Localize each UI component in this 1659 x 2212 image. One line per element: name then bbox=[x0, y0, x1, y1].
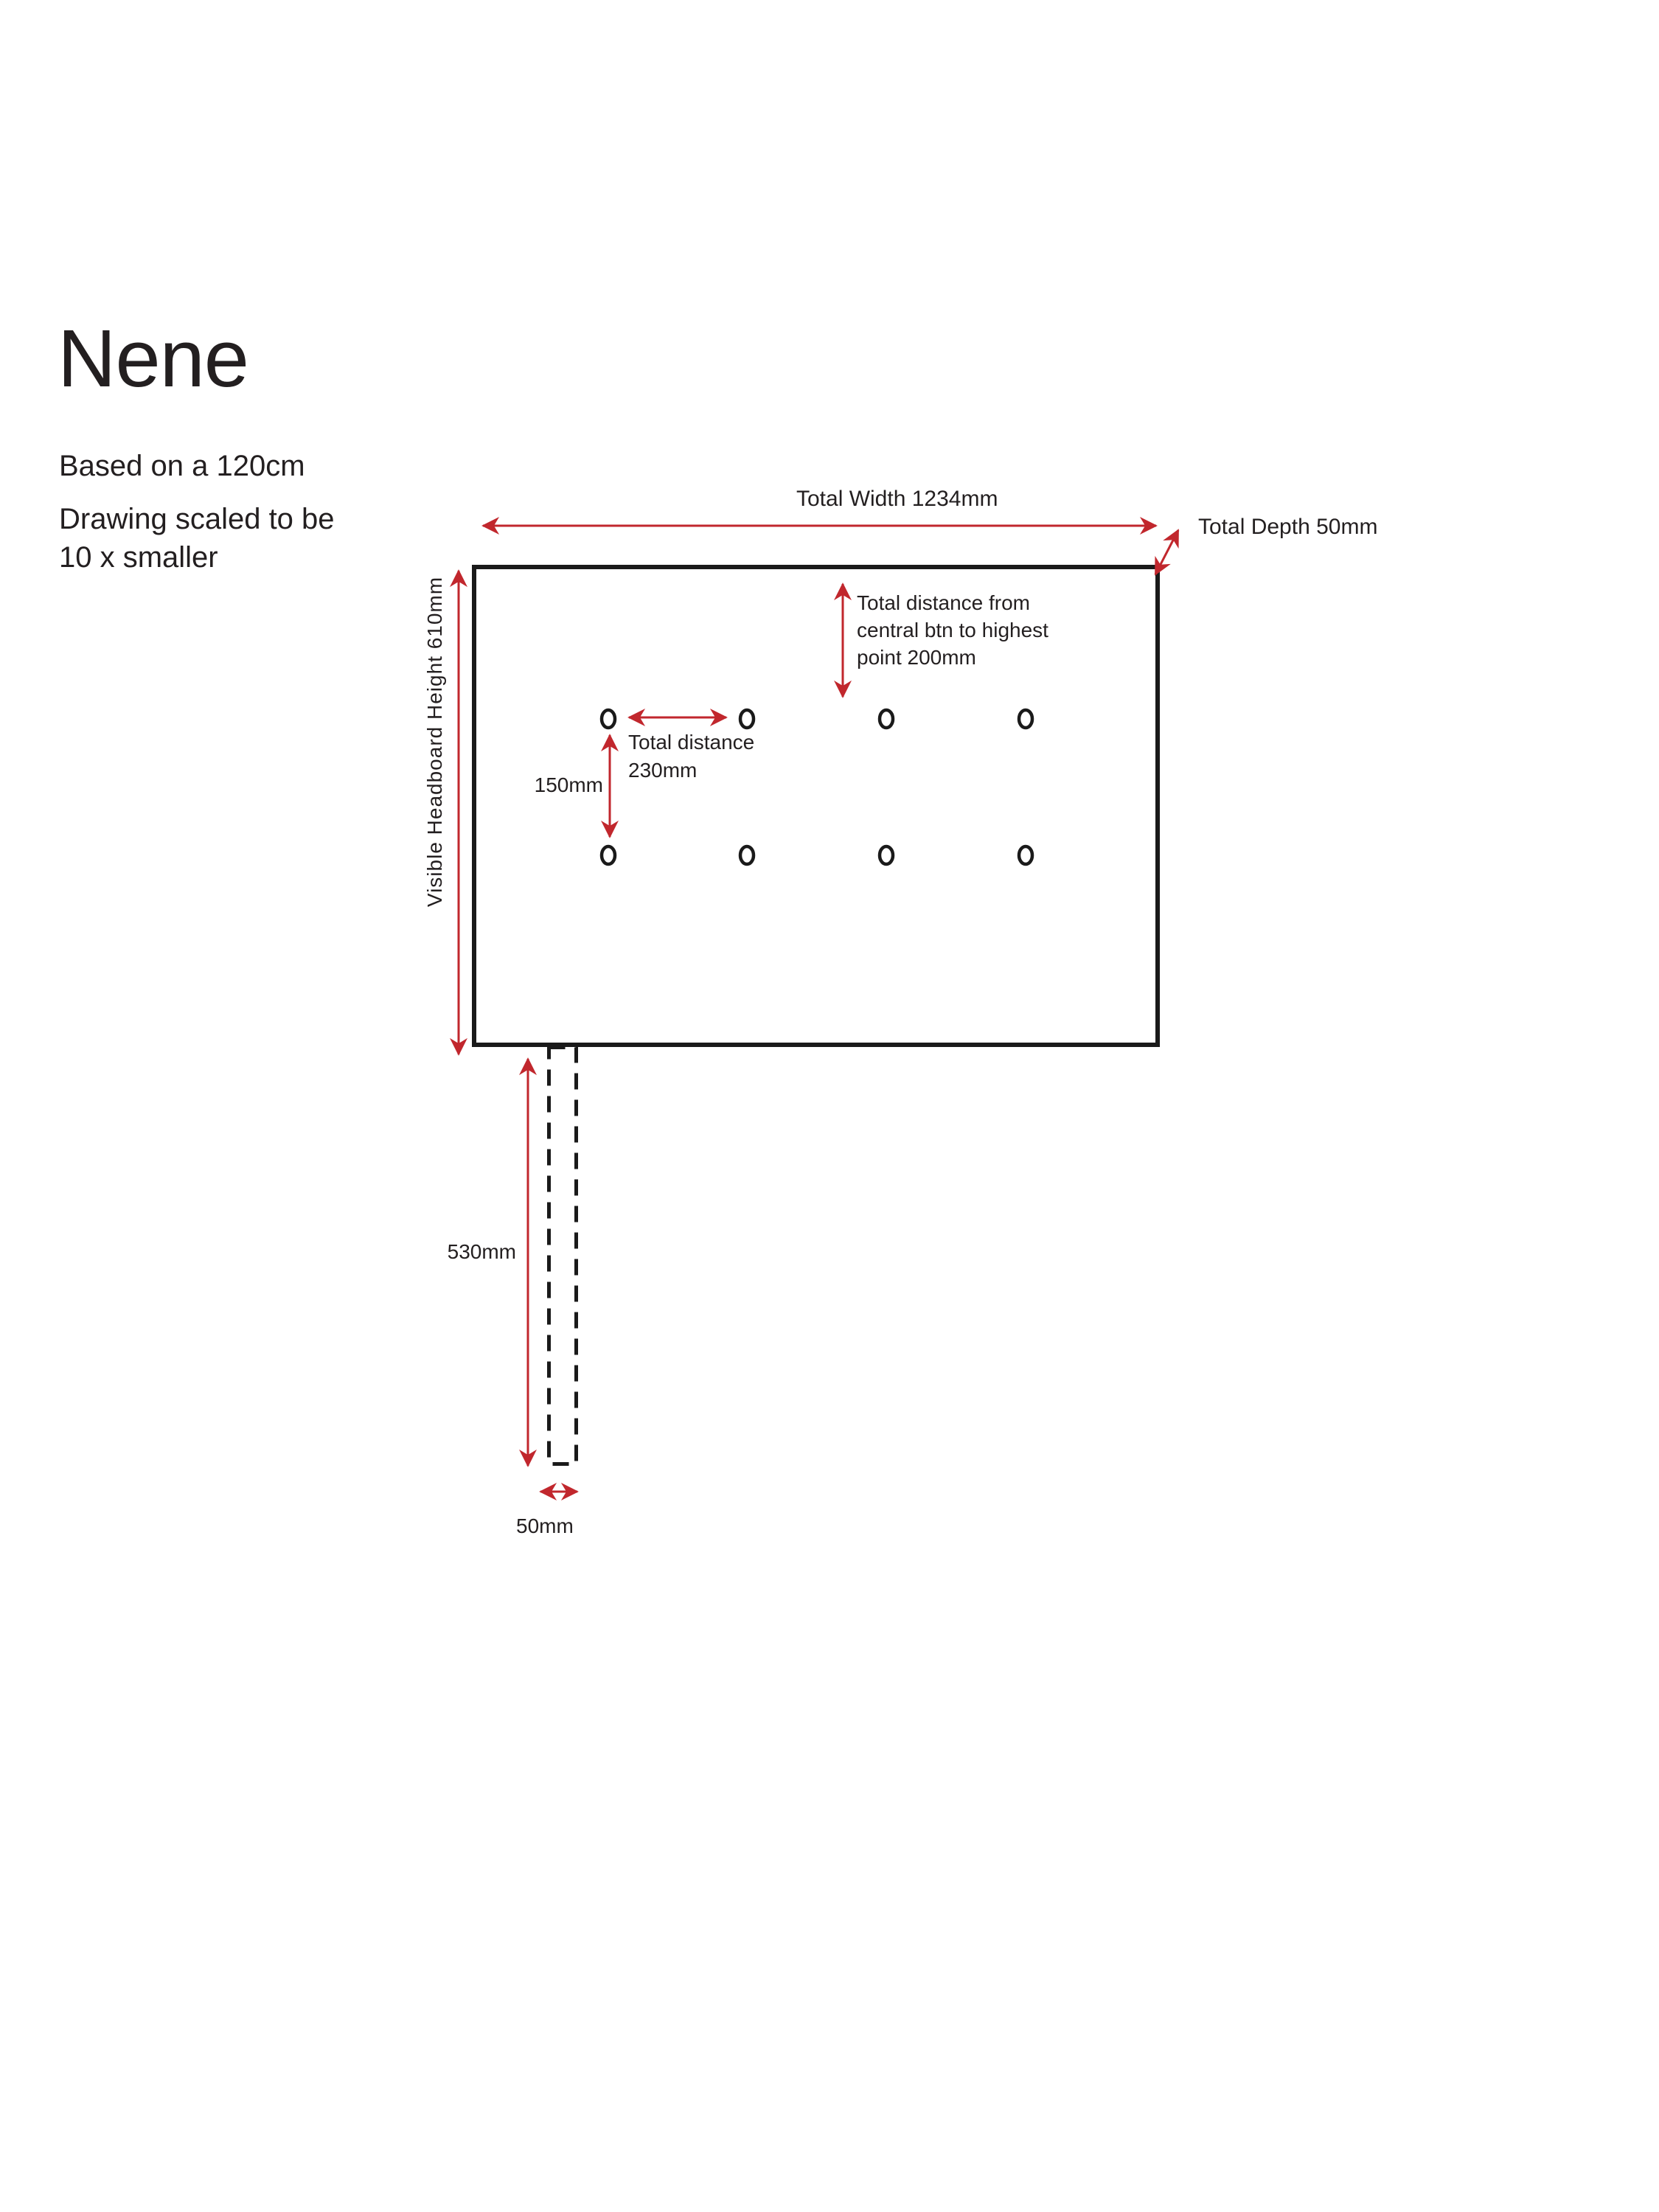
total-depth-label: Total Depth 50mm bbox=[1198, 515, 1378, 539]
btn-to-top-label-line-2: central btn to highest bbox=[857, 619, 1048, 641]
button-hole bbox=[738, 844, 756, 866]
btn-to-top-label-line-3: point 200mm bbox=[857, 646, 976, 669]
button-hole bbox=[599, 844, 617, 866]
btn-to-top-label-line-1: Total distance from bbox=[857, 591, 1030, 614]
button-hole bbox=[738, 708, 756, 730]
button-hole bbox=[1017, 844, 1034, 866]
page-title: Nene bbox=[58, 313, 249, 404]
button-hole bbox=[877, 844, 895, 866]
leg-outline bbox=[547, 1046, 578, 1466]
btn-spacing-label-line-1: Total distance bbox=[628, 731, 755, 754]
button-hole bbox=[599, 708, 617, 730]
total-width-label: Total Width 1234mm bbox=[796, 487, 998, 511]
visible-height-label: Visible Headboard Height 610mm bbox=[423, 576, 446, 908]
note-scale-line-1: Drawing scaled to be bbox=[59, 503, 335, 535]
leg-width-label: 50mm bbox=[516, 1514, 574, 1537]
leg-length-label: 530mm bbox=[447, 1240, 516, 1263]
btn-to-top-label: Total distance from central btn to highe… bbox=[857, 589, 1048, 671]
note-scale-line-2: 10 x smaller bbox=[59, 541, 218, 574]
btn-spacing-label-line-2: 230mm bbox=[628, 759, 698, 782]
headboard-outline bbox=[472, 565, 1160, 1047]
note-bed-size: Based on a 120cm bbox=[59, 450, 305, 482]
button-hole bbox=[877, 708, 895, 730]
button-hole bbox=[1017, 708, 1034, 730]
button-holes bbox=[599, 708, 1034, 866]
note-scale: Drawing scaled to be 10 x smaller bbox=[59, 500, 335, 577]
btn-spacing-label: Total distance 230mm bbox=[628, 728, 754, 785]
btn-row-spacing-label: 150mm bbox=[534, 773, 603, 796]
depth-dimension-arrow bbox=[1154, 529, 1180, 576]
